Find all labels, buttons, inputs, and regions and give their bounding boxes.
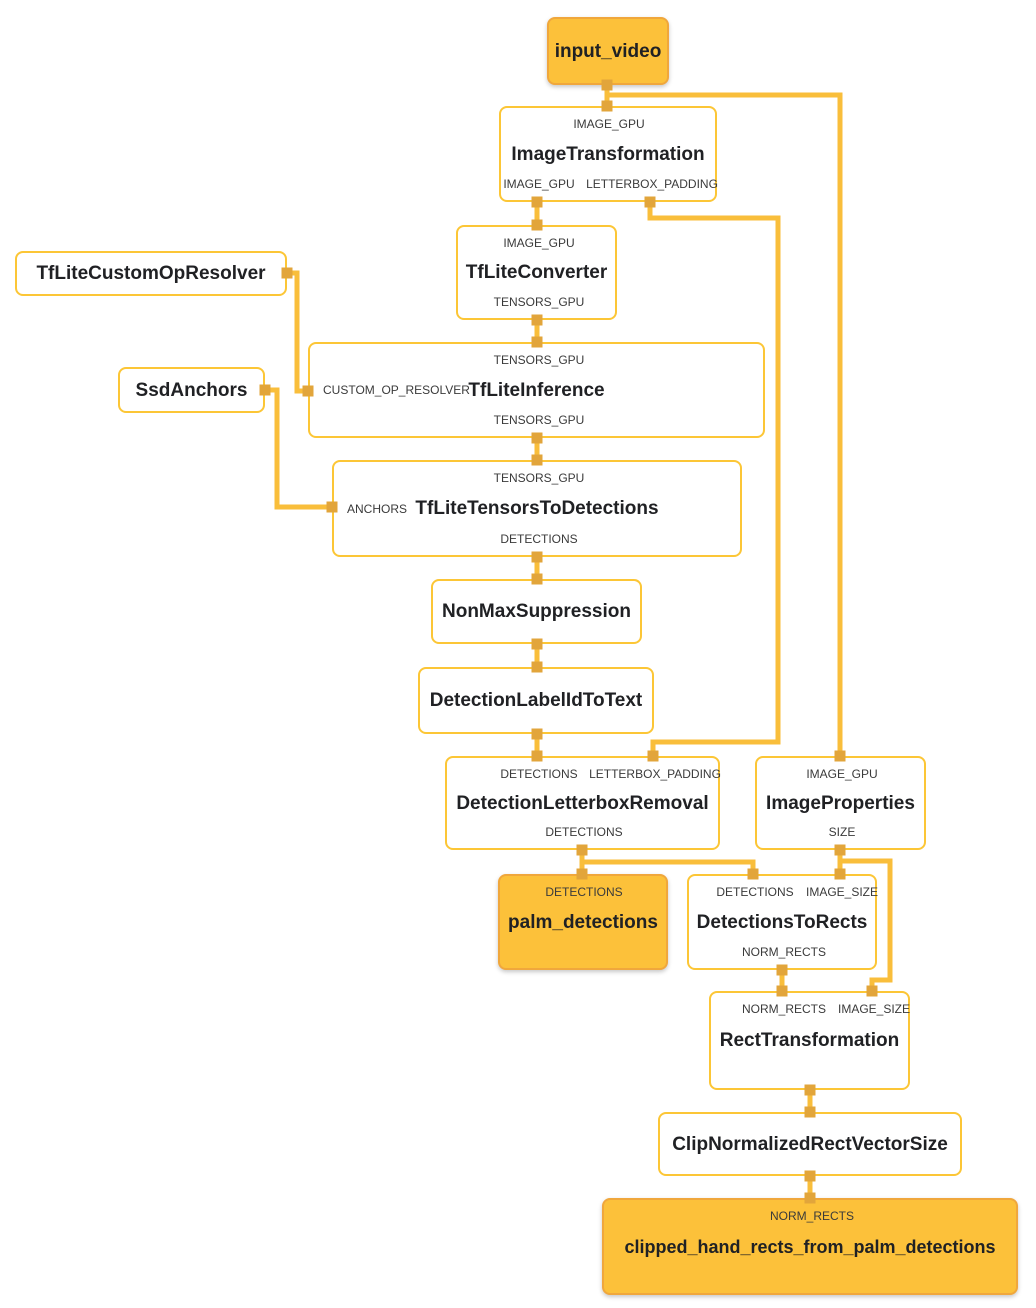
port-label-norm-rects: NORM_RECTS xyxy=(741,945,827,959)
node-tflite-converter[interactable]: TfLiteConverter IMAGE_GPU TENSORS_GPU xyxy=(456,225,617,320)
port-label-tensors-gpu: TENSORS_GPU xyxy=(493,471,585,485)
edge-tflite-custom-op-resolver-to-tflite-inference xyxy=(287,270,308,394)
port-label-image-size: IMAGE_SIZE xyxy=(837,1002,911,1016)
node-title: input_video xyxy=(554,40,662,62)
port-label-image-gpu: IMAGE_GPU xyxy=(573,117,645,131)
port-label-image-gpu: IMAGE_GPU xyxy=(806,767,878,781)
node-detections-to-rects[interactable]: DetectionsToRects DETECTIONS IMAGE_SIZE NOR… xyxy=(687,874,879,970)
node-title: ClipNormalizedRectVectorSize xyxy=(672,1133,948,1155)
port-label-image-gpu: IMAGE_GPU xyxy=(503,236,575,250)
node-title: TfLiteConverter xyxy=(465,262,608,283)
port-label-custom-op-resolver: CUSTOM_OP_RESOLVER xyxy=(323,383,470,397)
port-label-letterbox-padding: LETTERBOX_PADDING xyxy=(589,767,721,781)
node-rect-transformation[interactable]: RectTransformation NORM_RECTS IMAGE_SIZE xyxy=(709,991,910,1090)
node-palm-detections[interactable]: palm_detections DETECTIONS xyxy=(498,874,668,970)
node-title: DetectionLetterboxRemoval xyxy=(456,792,709,814)
port-label-image-size: IMAGE_SIZE xyxy=(805,885,879,899)
node-title: DetectionsToRects xyxy=(696,911,868,933)
port-label-tensors-gpu: TENSORS_GPU xyxy=(493,295,585,309)
node-title: TfLiteTensorsToDetections xyxy=(415,498,659,519)
port-label-detections: DETECTIONS xyxy=(545,825,623,839)
node-title: clipped_hand_rects_from_palm_detections xyxy=(624,1236,996,1257)
node-detection-label-id-to-text[interactable]: DetectionLabelIdToText xyxy=(418,667,654,734)
node-ssd-anchors[interactable]: SsdAnchors xyxy=(118,367,265,413)
port-label-detections: DETECTIONS xyxy=(500,532,578,546)
node-title: ImageTransformation xyxy=(511,143,705,165)
node-title: TfLiteInference xyxy=(468,379,605,401)
edge-detection-letterbox-removal-to-detections-to-rects xyxy=(582,859,756,874)
node-title: ImageProperties xyxy=(766,792,915,814)
node-title: DetectionLabelIdToText xyxy=(429,690,643,711)
port-label-norm-rects: NORM_RECTS xyxy=(769,1209,855,1223)
port-label-detections: DETECTIONS xyxy=(545,885,623,899)
node-tflite-tensors-to-detections[interactable]: TfLiteTensorsToDetections TENSORS_GPU ANCH… xyxy=(332,460,742,557)
node-clip-normalized-rect-vector-size[interactable]: ClipNormalizedRectVectorSize xyxy=(658,1112,962,1176)
port-label-tensors-gpu: TENSORS_GPU xyxy=(493,353,585,367)
port-label-detections: DETECTIONS xyxy=(716,885,794,899)
node-title: RectTransformation xyxy=(719,1030,900,1051)
node-title: NonMaxSuppression xyxy=(442,601,631,622)
port-label-norm-rects: NORM_RECTS xyxy=(741,1002,827,1016)
port-label-detections: DETECTIONS xyxy=(500,767,578,781)
node-clipped-hand-rects-from-palm-detections[interactable]: clipped_hand_rects_from_palm_detections N… xyxy=(602,1198,1018,1295)
node-title: palm_detections xyxy=(508,911,658,933)
port-label-letterbox-padding: LETTERBOX_PADDING xyxy=(586,177,718,191)
port-label-anchors: ANCHORS xyxy=(347,501,408,516)
port-label-size: SIZE xyxy=(828,825,856,839)
node-title: TfLiteCustomOpResolver xyxy=(36,263,266,284)
node-input-video[interactable]: input_video xyxy=(547,17,669,85)
node-title: SsdAnchors xyxy=(135,379,248,401)
node-image-properties[interactable]: ImageProperties IMAGE_GPU SIZE xyxy=(755,756,926,850)
node-non-max-suppression[interactable]: NonMaxSuppression xyxy=(431,579,642,644)
port-label-tensors-gpu: TENSORS_GPU xyxy=(493,413,585,427)
node-tflite-custom-op-resolver[interactable]: TfLiteCustomOpResolver xyxy=(15,251,287,296)
port-label-image-gpu: IMAGE_GPU xyxy=(503,177,575,191)
